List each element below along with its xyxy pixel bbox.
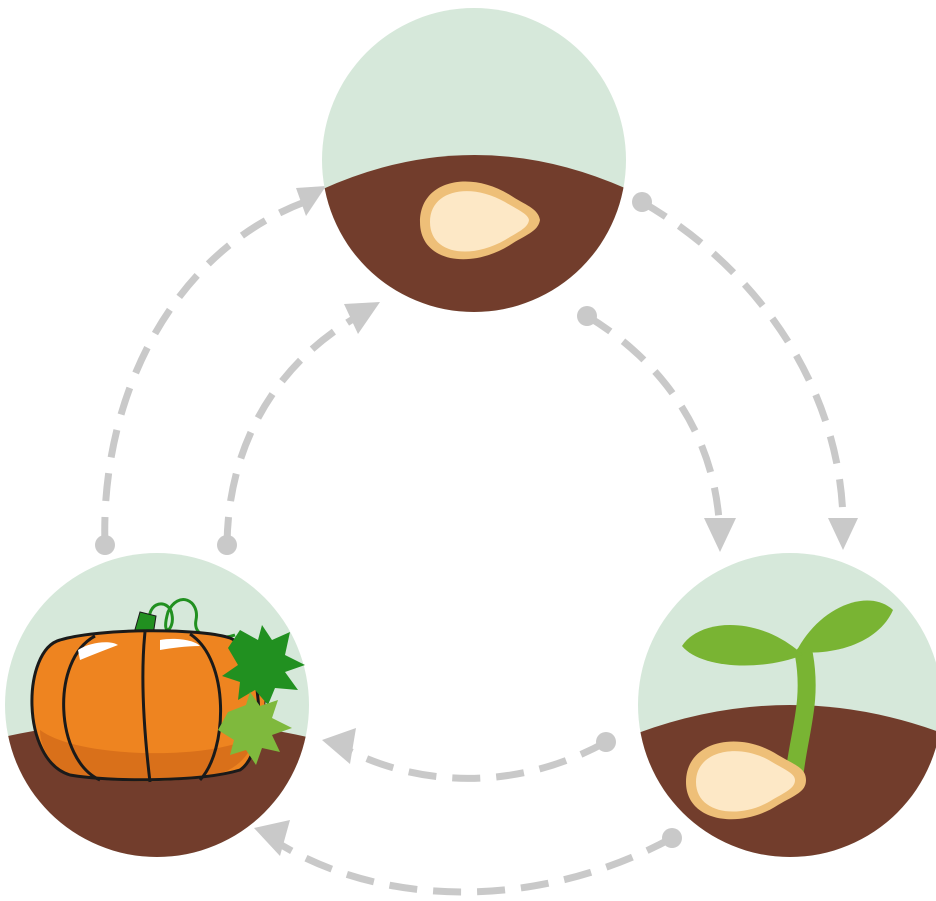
arrow-dot [662,828,682,848]
arrow-sprout-to-pumpkin-inner [338,742,606,778]
stage-sprout [620,552,936,870]
arrow-pumpkin-to-seed-outer [105,200,310,545]
arrow-sprout-to-pumpkin-outer [270,838,672,892]
arrow-dot [217,535,237,555]
arrow-dot [632,192,652,212]
arrow-seed-to-sprout-outer [642,202,843,520]
arrowhead [704,518,736,552]
arrowhead [828,518,858,550]
arrowhead [322,728,356,764]
arrow-pumpkin-to-seed-inner [227,315,360,545]
arrow-dot [95,535,115,555]
arrow-dot [577,306,597,326]
arrow-dot [596,732,616,752]
arrow-seed-to-sprout-inner [587,316,719,520]
stage-pumpkin [0,552,320,870]
stage-seed [300,6,650,320]
